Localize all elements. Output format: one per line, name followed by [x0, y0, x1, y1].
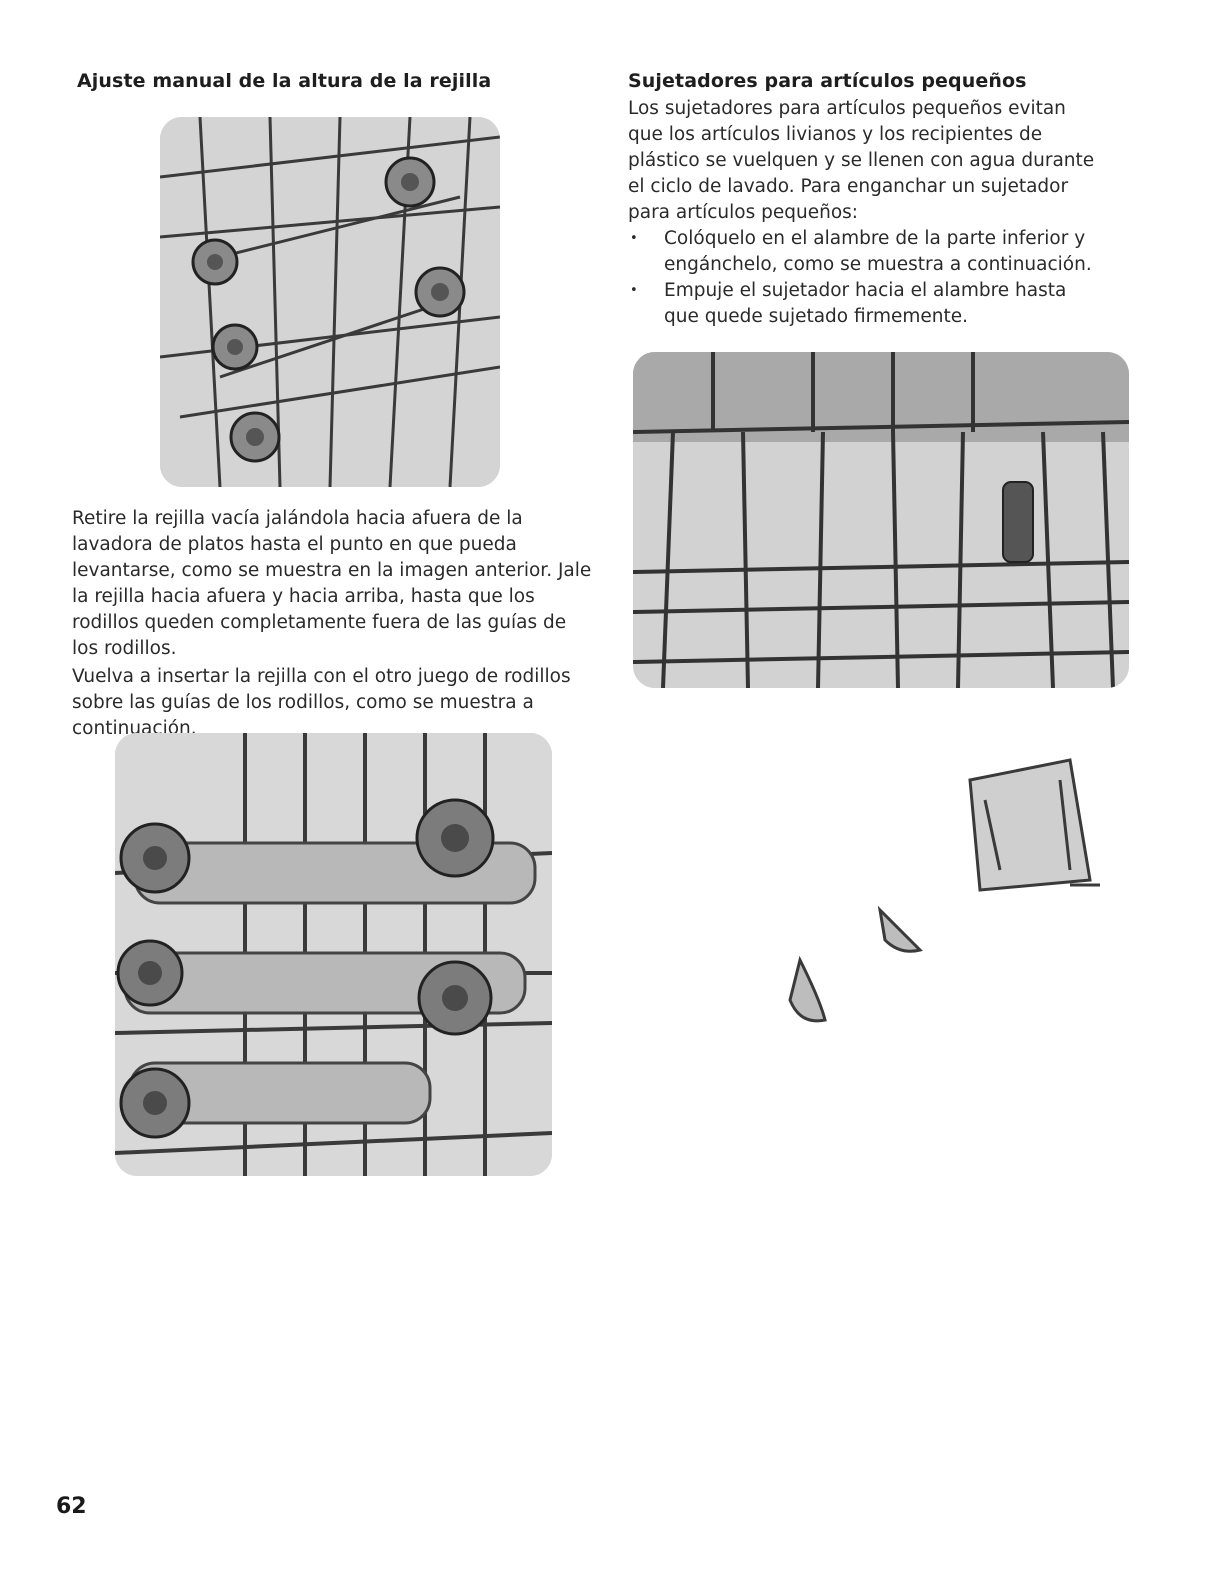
- section-heading-rack-height: Ajuste manual de la altura de la rejilla: [77, 70, 492, 92]
- rack-reinsert-illustration: [115, 733, 552, 1176]
- rack-reinsert-paragraph: Vuelva a insertar la rejilla con el otro…: [72, 666, 571, 739]
- clip-attached-illustration: [633, 352, 1129, 688]
- small-item-clips-intro: Los sujetadores para artículos pequeños …: [628, 98, 1095, 223]
- small-item-clip-icon: [788, 758, 1100, 1023]
- rack-removal-illustration: [160, 117, 500, 487]
- small-item-clips-steps: Colóquelo en el alambre de la parte infe…: [628, 226, 1103, 330]
- rack-reinsert-photo: [115, 733, 552, 1176]
- rack-removal-paragraph: Retire la rejilla vacía jalándola hacia …: [72, 508, 592, 659]
- clip-drawing: [770, 740, 1150, 1040]
- section-heading-small-item-clips: Sujetadores para artículos pequeños: [628, 70, 1027, 92]
- clip-attached-photo: [633, 352, 1129, 688]
- page-number: 62: [56, 1494, 87, 1519]
- list-item: Colóquelo en el alambre de la parte infe…: [628, 226, 1103, 278]
- rack-removal-photo: [160, 117, 500, 487]
- list-item: Empuje el sujetador hacia el alambre has…: [628, 278, 1103, 330]
